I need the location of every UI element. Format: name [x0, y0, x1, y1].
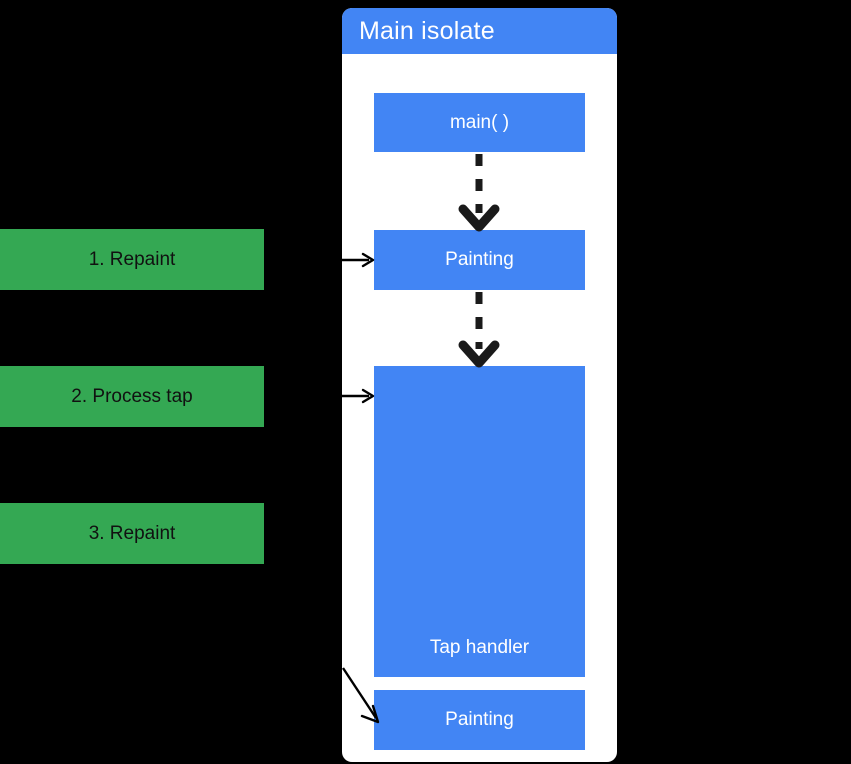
task-box-painting-1: Painting — [374, 230, 585, 290]
task-box-painting-2: Painting — [374, 690, 585, 750]
step-box-process-tap: 2. Process tap — [0, 366, 264, 427]
task-box-tap-handler: Tap handler — [374, 366, 585, 677]
task-box-main: main( ) — [374, 93, 585, 152]
main-isolate-title: Main isolate — [359, 16, 495, 45]
step-box-repaint-1: 1. Repaint — [0, 229, 264, 290]
step-box-repaint-3: 3. Repaint — [0, 503, 264, 564]
main-isolate-header: Main isolate — [342, 8, 617, 54]
